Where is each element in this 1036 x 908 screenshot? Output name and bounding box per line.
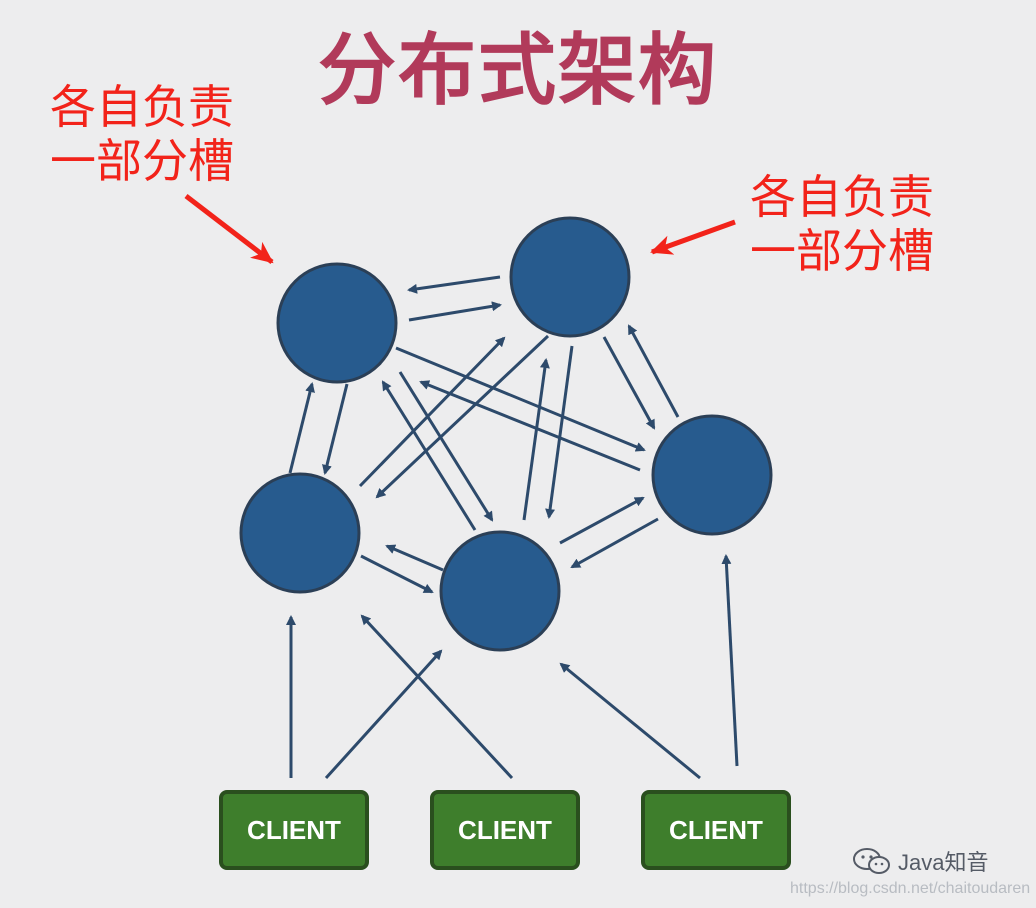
arrow-d-to-e bbox=[559, 496, 645, 545]
annotation-right-line-2: 一部分槽 bbox=[750, 224, 934, 278]
client-box-3: CLIENT bbox=[641, 790, 791, 870]
arrow-a-to-b bbox=[408, 301, 502, 322]
arrow-e-to-d bbox=[570, 517, 659, 569]
arrow-d-to-a bbox=[381, 380, 477, 531]
watermark: Java知音 bbox=[852, 845, 988, 877]
arrow-client2-to-c bbox=[360, 614, 514, 780]
arrow-c-to-d bbox=[360, 554, 434, 594]
arrow-e-to-b bbox=[627, 324, 680, 418]
client-arrows bbox=[286, 554, 739, 780]
annotation-left: 各自负责 一部分槽 bbox=[50, 80, 234, 188]
arrow-e-to-a bbox=[419, 380, 641, 472]
watermark-brand: Java知音 bbox=[898, 850, 989, 875]
arrow-b-to-c bbox=[375, 334, 550, 499]
arrow-d-to-b bbox=[522, 358, 550, 521]
arrow-c-to-a bbox=[288, 382, 315, 474]
arrow-b-to-e bbox=[602, 336, 656, 430]
page-title: 分布式架构 bbox=[317, 26, 718, 116]
arrow-b-to-d bbox=[545, 345, 574, 519]
client-box-1: CLIENT bbox=[219, 790, 369, 870]
arrow-b-to-a bbox=[407, 275, 501, 294]
wechat-icon bbox=[853, 848, 890, 874]
arrow-c-to-b bbox=[358, 336, 506, 488]
arrow-client3-to-d bbox=[559, 662, 701, 780]
node-c bbox=[239, 472, 361, 594]
annotation-left-line-1: 各自负责 bbox=[50, 80, 234, 134]
annotation-arrow-left bbox=[184, 194, 274, 264]
node-e bbox=[651, 414, 773, 536]
node-b bbox=[509, 216, 631, 338]
annotation-left-line-2: 一部分槽 bbox=[50, 134, 234, 188]
connection-arrows bbox=[288, 275, 680, 594]
arrow-a-to-d bbox=[398, 371, 494, 522]
arrow-a-to-c bbox=[322, 383, 349, 475]
annotation-right-line-1: 各自负责 bbox=[750, 170, 934, 224]
arrow-client1-to-d bbox=[324, 649, 443, 780]
node-a bbox=[276, 262, 398, 384]
client-box-2: CLIENT bbox=[430, 790, 580, 870]
arrow-client3-to-e bbox=[721, 554, 739, 767]
arrow-d-to-c bbox=[385, 544, 444, 572]
nodes bbox=[239, 216, 773, 652]
watermark-url: https://blog.csdn.net/chaitoudaren bbox=[790, 880, 1031, 897]
annotation-right: 各自负责 一部分槽 bbox=[750, 170, 934, 278]
node-d bbox=[439, 530, 561, 652]
annotation-arrow-right bbox=[650, 219, 736, 255]
arrow-a-to-e bbox=[395, 346, 646, 452]
